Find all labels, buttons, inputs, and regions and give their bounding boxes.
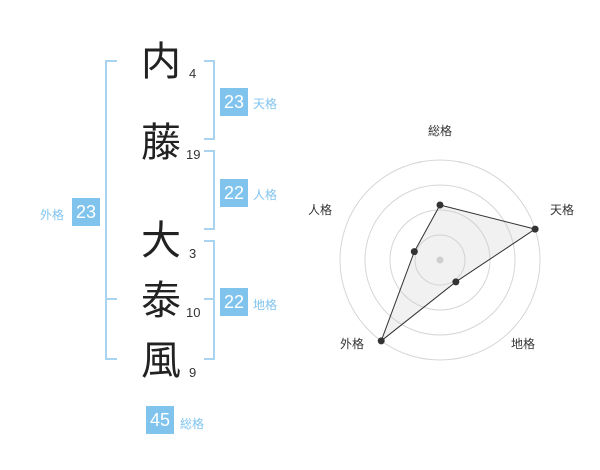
gaikaku-bracket-bottom [105, 358, 117, 360]
gaikaku-bracket-vertical [105, 60, 107, 360]
gaikaku-bracket-mid [105, 298, 117, 300]
radar-label-jinkaku: 人格 [308, 203, 333, 217]
soukaku-label: 総格 [180, 417, 205, 431]
jinkaku-bracket-bottom [204, 228, 215, 230]
radar-center-point [436, 256, 444, 264]
radar-point-2 [452, 278, 460, 286]
gaikaku-label: 外格 [40, 208, 65, 222]
radar-label-soukaku: 総格 [428, 124, 453, 138]
tenkaku-bracket-top [204, 60, 215, 62]
radar-label-chikaku: 地格 [511, 337, 536, 351]
stroke-count-4: 10 [186, 305, 201, 320]
chikaku-bracket-bottom [204, 358, 215, 360]
radar-polygon [380, 204, 537, 343]
radar-label-gaikaku: 外格 [340, 337, 365, 351]
tenkaku-label: 天格 [253, 97, 278, 111]
jinkaku-label: 人格 [253, 188, 278, 202]
chikaku-value-badge: 22 [220, 288, 248, 316]
name-char-5: 風 [141, 338, 181, 384]
tenkaku-value-badge: 23 [220, 88, 248, 116]
radar-point-4 [410, 248, 418, 256]
radar-point-1 [531, 225, 539, 233]
tenkaku-bracket-vertical [213, 60, 215, 140]
tenkaku-bracket-bottom [204, 138, 215, 140]
soukaku-value-badge: 45 [146, 406, 174, 434]
jinkaku-value-badge: 22 [220, 179, 248, 207]
name-char-4: 泰 [141, 278, 181, 324]
stroke-count-5: 9 [189, 365, 197, 380]
chikaku-bracket-vertical [213, 240, 215, 360]
radar-label-tenkaku: 天格 [550, 203, 575, 217]
radar-ring-3 [364, 184, 516, 336]
stroke-count-1: 4 [189, 66, 197, 81]
chikaku-label: 地格 [253, 298, 278, 312]
fortune-radar-chart [339, 159, 541, 361]
jinkaku-bracket-vertical [213, 150, 215, 230]
stroke-count-3: 3 [189, 246, 197, 261]
name-char-1: 内 [141, 39, 181, 85]
radar-point-0 [436, 201, 444, 209]
chikaku-bracket-mid [204, 298, 215, 300]
name-char-2: 藤 [141, 120, 181, 166]
radar-point-3 [377, 337, 385, 345]
gaikaku-value-badge: 23 [72, 198, 100, 226]
name-char-3: 大 [141, 218, 181, 264]
radar-ring-2 [389, 209, 491, 311]
chikaku-bracket-top [204, 240, 215, 242]
jinkaku-bracket-top [204, 150, 215, 152]
radar-ring-1 [414, 234, 466, 286]
stroke-count-2: 19 [186, 147, 201, 162]
radar-ring-4 [339, 159, 541, 361]
gaikaku-bracket-top [105, 60, 117, 62]
